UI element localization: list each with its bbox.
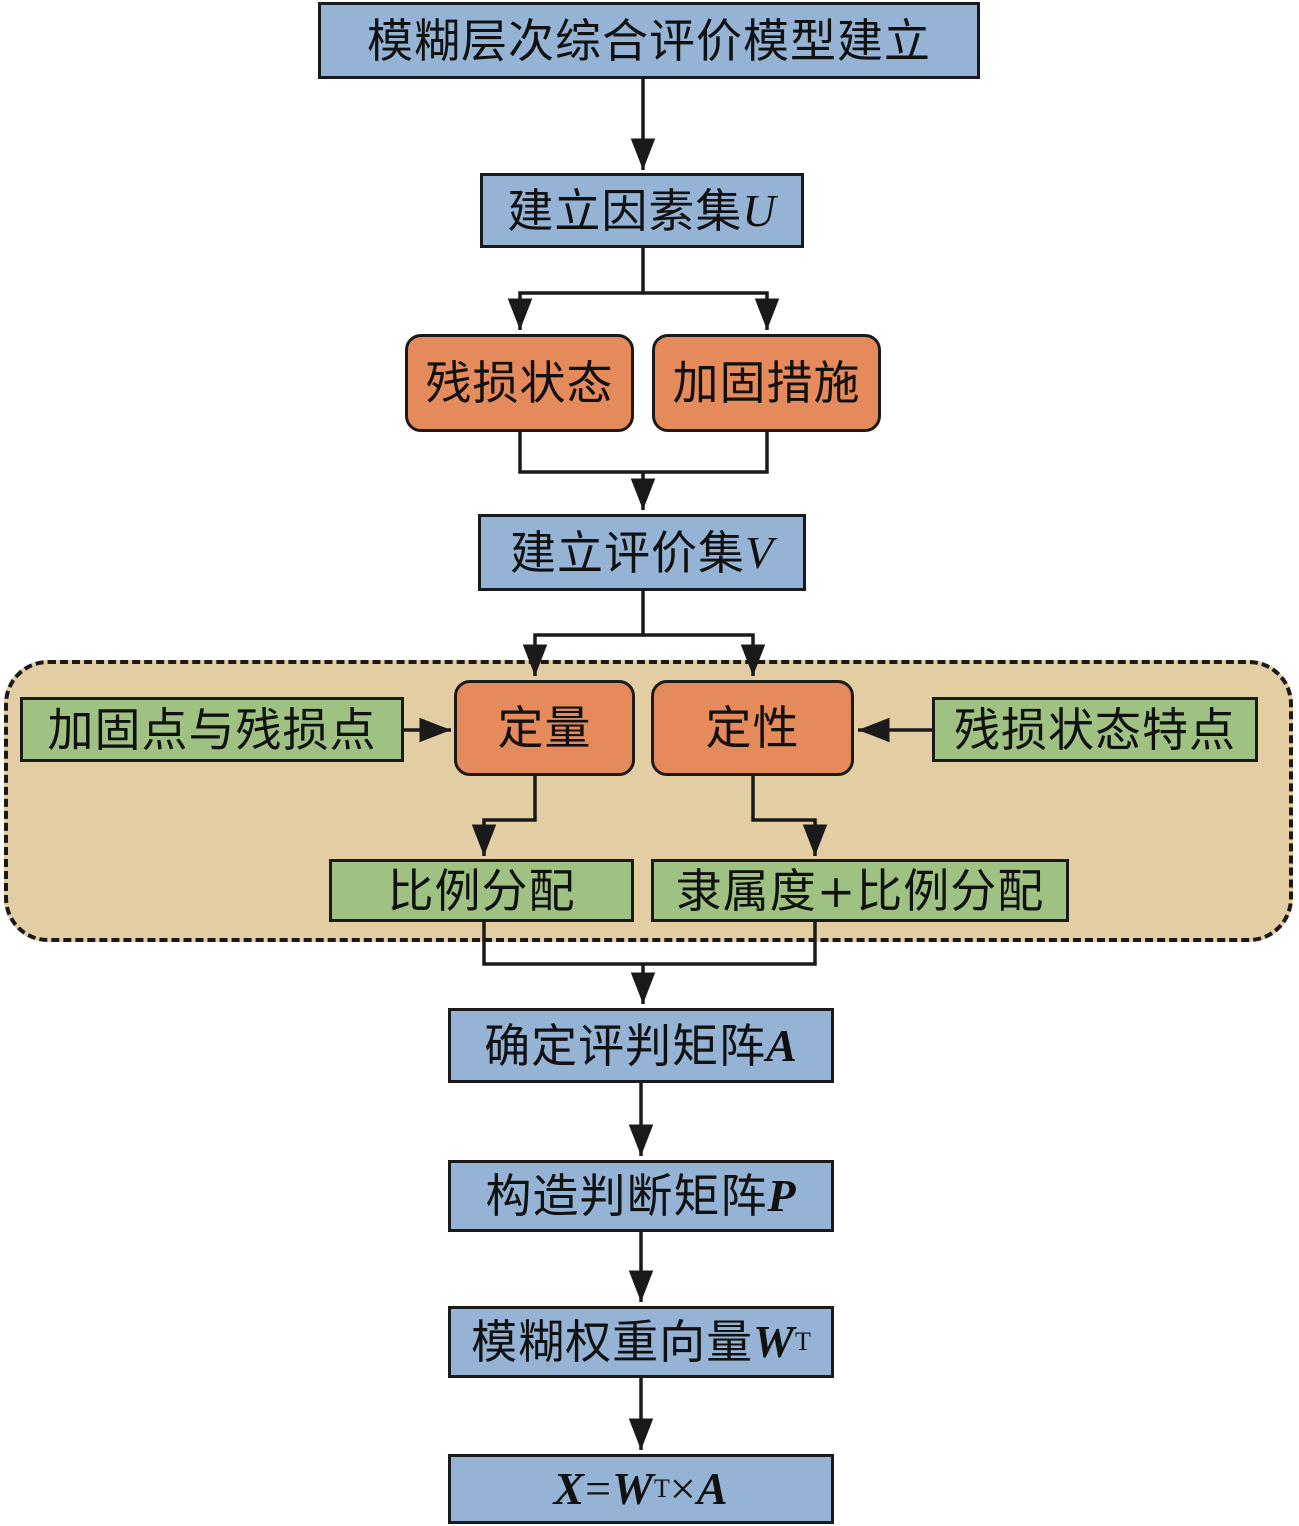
output-ratio-allocation: 比例分配: [329, 859, 634, 922]
factor-damage-state: 残损状态: [405, 334, 634, 432]
symbol-p: P: [767, 1170, 797, 1221]
formula-a: A: [696, 1463, 729, 1514]
step-factor-set-label: 建立因素集: [507, 183, 743, 238]
input-quantitative-label: 加固点与残损点: [47, 702, 377, 757]
formula-superscript-t: T: [654, 1474, 670, 1503]
method-qualitative-label: 定性: [705, 701, 800, 755]
factor-reinforcement-label: 加固措施: [672, 356, 861, 410]
symbol-a: A: [766, 1019, 798, 1071]
step-weight-vector-label: 模糊权重向量: [471, 1315, 754, 1369]
arrow-factor-set-to-damage-state: [507, 248, 645, 330]
step-comparison-matrix-label: 构造判断矩阵: [485, 1169, 768, 1223]
superscript-t: T: [795, 1327, 811, 1356]
method-qualitative: 定性: [651, 680, 854, 776]
arrow-factor-set-to-reinforcement: [643, 291, 780, 330]
input-damage-state-characteristics: 残损状态特点: [932, 697, 1258, 762]
factor-damage-state-label: 残损状态: [425, 356, 614, 410]
symbol-v: V: [744, 526, 775, 578]
formula-equals: =: [585, 1463, 613, 1514]
step-model-building: 模糊层次综合评价模型建立: [318, 2, 980, 79]
factor-reinforcement: 加固措施: [652, 334, 881, 432]
symbol-u: U: [742, 184, 777, 236]
input-qualitative-label: 残损状态特点: [954, 702, 1236, 757]
formula-x: X: [553, 1463, 586, 1514]
formula-times: ×: [669, 1463, 697, 1514]
input-reinforcement-and-damage-points: 加固点与残损点: [20, 697, 404, 762]
symbol-w: W: [753, 1316, 795, 1367]
method-quantitative-label: 定量: [497, 701, 592, 755]
method-quantitative: 定量: [454, 680, 635, 776]
merge-factors: [518, 432, 769, 474]
output-membership-ratio-allocation: 隶属度+比例分配: [651, 859, 1069, 922]
output-qualitative-label: 隶属度+比例分配: [675, 863, 1045, 918]
step-evaluation-set-label: 建立评价集: [509, 525, 745, 580]
step-judgement-matrix-label: 确定评判矩阵: [484, 1018, 767, 1073]
step-model-building-label: 模糊层次综合评价模型建立: [367, 13, 931, 68]
output-quantitative-label: 比例分配: [387, 863, 576, 918]
formula-w: W: [612, 1463, 654, 1514]
